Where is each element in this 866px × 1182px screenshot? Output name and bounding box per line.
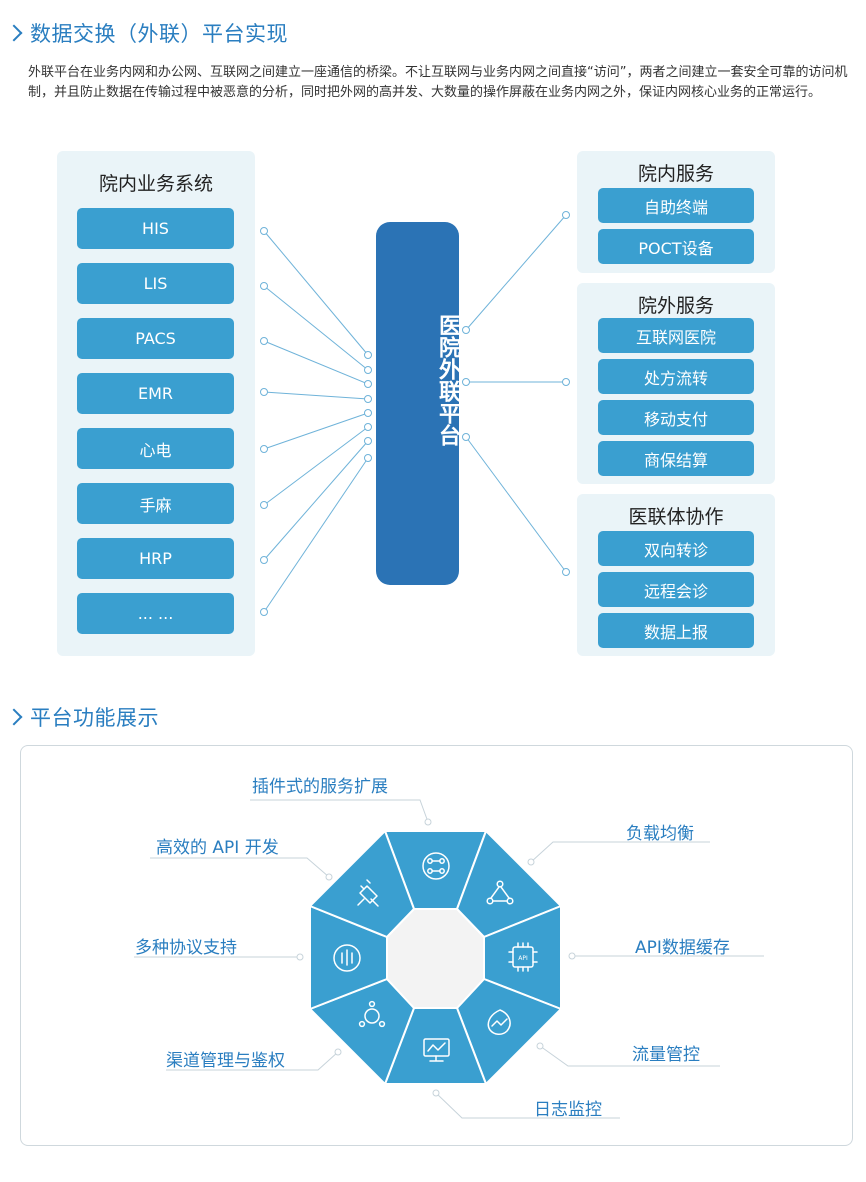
bars-circle-icon (333, 944, 361, 972)
speed-drop-icon (487, 1009, 511, 1035)
tile-pacs: PACS (77, 318, 234, 359)
panel-internal-systems: 院内业务系统 HIS LIS PACS EMR 心电 手麻 HRP ... ..… (57, 151, 255, 656)
hub-nodes-icon (358, 1000, 386, 1028)
tile-lis: LIS (77, 263, 234, 304)
tile-hrp: HRP (77, 538, 234, 579)
center-platform-bar: 医院外联平台 (376, 222, 460, 585)
intro-paragraph: 外联平台在业务内网和办公网、互联网之间建立一座通信的桥梁。不让互联网与业务内网之… (28, 65, 848, 100)
feature-api-cache: API数据缓存 (635, 938, 730, 958)
tile-referral: 双向转诊 (598, 531, 754, 566)
tile-data-report: 数据上报 (598, 613, 754, 648)
panel-title: 医联体协作 (628, 506, 724, 528)
monitor-chart-icon (423, 1038, 450, 1062)
flow-nodes-icon (422, 852, 450, 880)
panel-internal-services: 院内服务 自助终端 POCT设备 (577, 151, 775, 273)
feature-api-development: 高效的 API 开发 (156, 838, 279, 858)
feature-load-balance: 负载均衡 (626, 824, 694, 844)
panel-title: 院外服务 (637, 295, 714, 317)
tile-internet-hospital: 互联网医院 (598, 318, 754, 353)
section-heading-features: 平台功能展示 (5, 702, 159, 732)
tile-ecg: 心电 (77, 428, 234, 469)
tile-self-service-terminal: 自助终端 (598, 188, 754, 223)
triangle-network-icon (486, 880, 514, 905)
feature-log-monitor: 日志监控 (534, 1100, 602, 1120)
tile-mobile-payment: 移动支付 (598, 400, 754, 435)
panel-external-services: 院外服务 互联网医院 处方流转 移动支付 商保结算 (577, 283, 775, 484)
section-heading-exchange: 数据交换（外联）平台实现 (5, 18, 288, 48)
feature-channel-auth: 渠道管理与鉴权 (166, 1051, 285, 1071)
center-platform-label: 医院外联平台 (435, 314, 460, 446)
panel-title: 院内服务 (637, 163, 714, 185)
feature-frame (20, 745, 853, 1146)
feature-plugin-extension: 插件式的服务扩展 (252, 777, 388, 797)
api-chip-icon (508, 942, 538, 972)
tile-his: HIS (77, 208, 234, 249)
tile-insurance-settlement: 商保结算 (598, 441, 754, 476)
panel-medical-alliance: 医联体协作 双向转诊 远程会诊 数据上报 (577, 494, 775, 656)
feature-traffic-control: 流量管控 (632, 1045, 700, 1065)
api-chip-label: API (518, 955, 528, 962)
tile-prescription-flow: 处方流转 (598, 359, 754, 394)
tile-emr: EMR (77, 373, 234, 414)
tile-remote-consultation: 远程会诊 (598, 572, 754, 607)
feature-protocols: 多种协议支持 (135, 938, 237, 958)
section-title: 数据交换（外联）平台实现 (30, 22, 288, 46)
tile-anesthesia: 手麻 (77, 483, 234, 524)
plug-icon (357, 879, 379, 907)
section-title: 平台功能展示 (30, 706, 159, 730)
tile-poct-device: POCT设备 (598, 229, 754, 264)
panel-title: 院内业务系统 (98, 173, 213, 195)
tile-more: ... ... (77, 593, 234, 634)
